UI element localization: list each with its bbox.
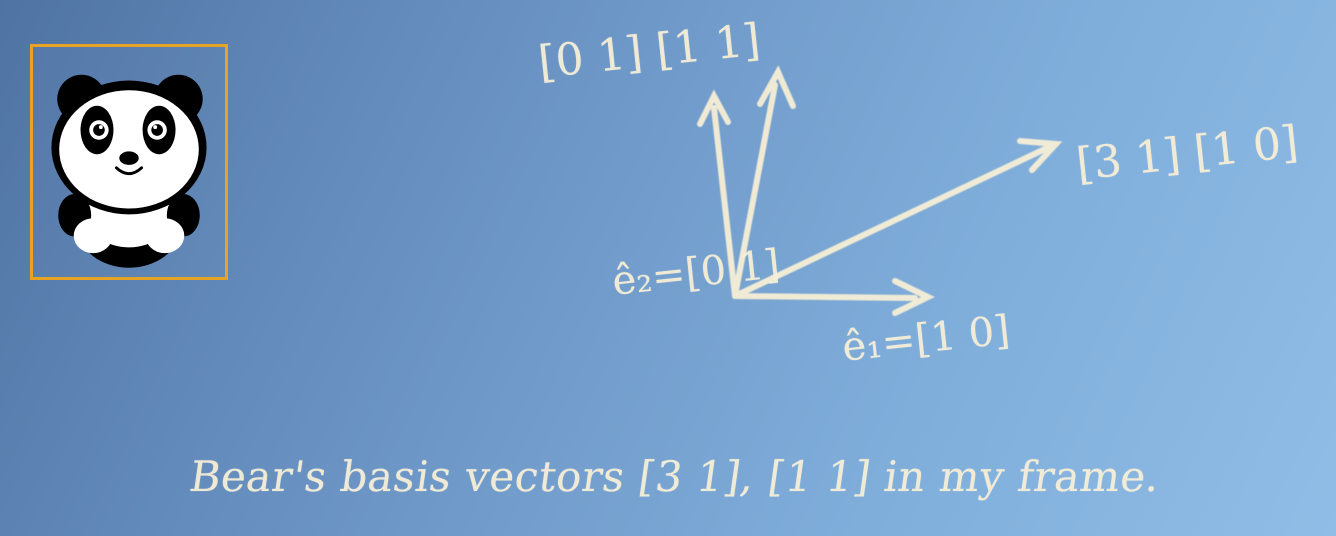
arrow-icon bbox=[1017, 138, 1063, 173]
top-vector-label: [0 1] [1 1] bbox=[535, 14, 763, 89]
arrow-icon bbox=[892, 278, 935, 316]
panda-avatar bbox=[30, 44, 228, 280]
arrow-icon bbox=[697, 89, 731, 127]
right-vector-label: [3 1] [1 0] bbox=[1073, 116, 1301, 191]
bear-x-vector bbox=[732, 145, 1050, 299]
e1-label: ê₁=[1 0] bbox=[840, 307, 1012, 371]
e1-vector bbox=[732, 293, 918, 301]
e2-label: ê₂=[0 1] bbox=[610, 241, 782, 305]
arrow-icon bbox=[757, 65, 796, 109]
caption-text: Bear's basis vectors [3 1], [1 1] in my … bbox=[186, 452, 1164, 501]
panda-icon bbox=[51, 74, 207, 268]
